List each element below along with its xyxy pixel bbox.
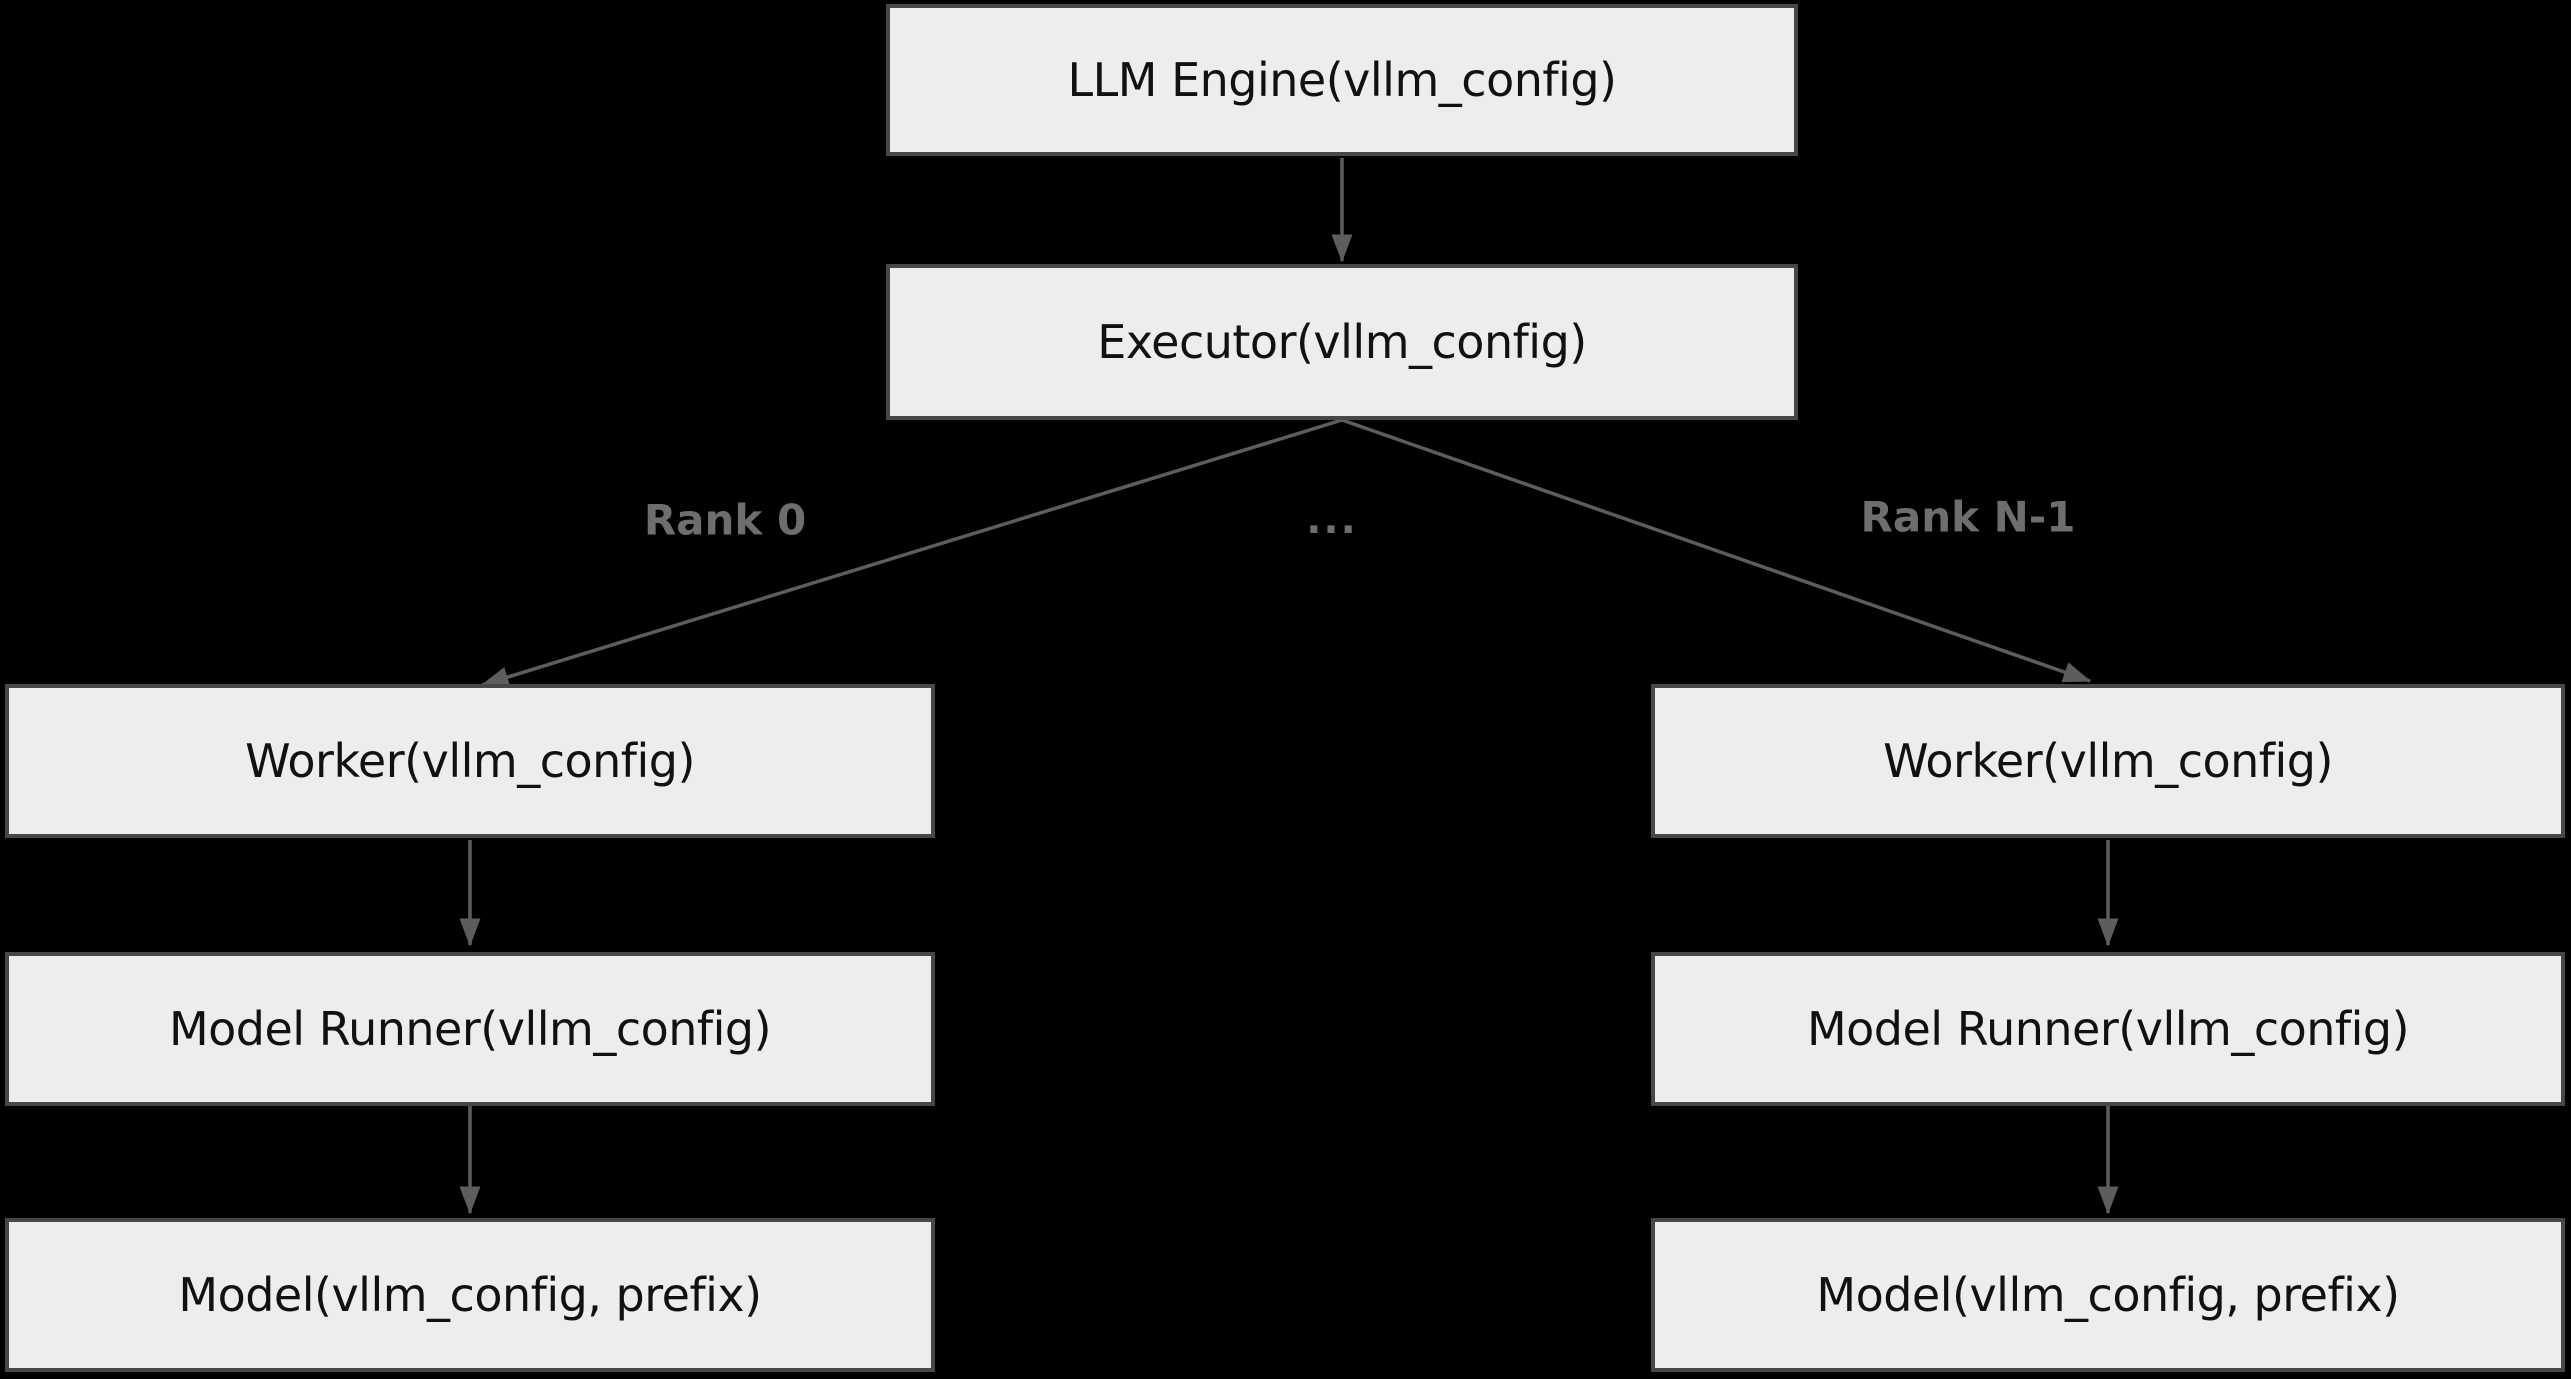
node-model-runner-right: Model Runner(vllm_config) [1651,952,2565,1106]
edge-executor-to-worker-right [1341,418,2092,683]
edge-label-ellipsis: ... [1306,497,1358,543]
edge-label-rank-n-1: Rank N-1 [1860,492,2076,542]
edge-executor-to-worker-left [480,418,1343,688]
node-model-right: Model(vllm_config, prefix) [1651,1218,2565,1372]
node-model-left: Model(vllm_config, prefix) [5,1218,935,1372]
node-llm-engine: LLM Engine(vllm_config) [886,4,1798,156]
edge-label-rank-0: Rank 0 [643,495,807,545]
node-worker-left: Worker(vllm_config) [5,684,935,838]
node-executor: Executor(vllm_config) [886,264,1798,420]
node-worker-right: Worker(vllm_config) [1651,684,2565,838]
node-model-runner-left: Model Runner(vllm_config) [5,952,935,1106]
